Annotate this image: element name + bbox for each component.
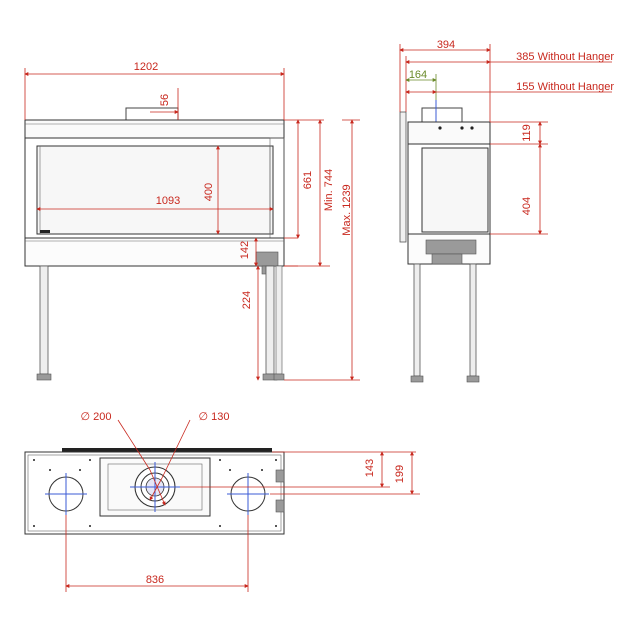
dim-flue-outer-diameter: ∅ 200 xyxy=(81,411,112,423)
dim-top-119: 119 xyxy=(521,124,533,142)
side-hanger xyxy=(399,111,407,243)
side-leg-right xyxy=(469,263,477,377)
dim-flue-offset: 56 xyxy=(159,94,171,106)
dim-hanger-155: 155 Without Hanger xyxy=(516,81,614,93)
dim-vent-spacing: 836 xyxy=(146,574,164,586)
dim-depth-199: 199 xyxy=(394,465,406,483)
dim-side-depth: 394 xyxy=(437,39,455,51)
side-leg-left xyxy=(413,263,421,377)
front-leg-right xyxy=(265,265,275,375)
dim-side-glass-404: 404 xyxy=(521,197,533,215)
front-top-frame xyxy=(24,119,285,139)
side-top-box xyxy=(407,121,491,145)
dim-max-height: Max. 1239 xyxy=(341,184,353,235)
dim-flue-inner-diameter: ∅ 130 xyxy=(199,411,230,423)
side-flue-collar xyxy=(421,107,463,123)
front-glass xyxy=(36,145,274,235)
dim-661: 661 xyxy=(302,171,314,189)
front-leg-left xyxy=(39,265,49,375)
dim-glass-height: 400 xyxy=(203,183,215,201)
dim-depth-143: 143 xyxy=(364,459,376,477)
top-view: ∅ 200 ∅ 130 143 199 836 xyxy=(24,411,420,592)
dim-offset-164: 164 xyxy=(409,69,427,81)
front-flue-collar xyxy=(125,107,179,121)
front-logo xyxy=(40,230,50,233)
front-base xyxy=(24,237,285,267)
front-view: 1202 56 1093 400 142 224 661 Min. 744 Ma… xyxy=(24,61,360,381)
side-glass xyxy=(421,147,489,233)
side-view: 394 385 Without Hanger 164 155 Without H… xyxy=(399,39,614,383)
dim-glass-width: 1093 xyxy=(156,195,180,207)
dim-min-height: Min. 744 xyxy=(323,169,335,211)
dim-leg-height: 224 xyxy=(241,291,253,309)
dim-base-height: 142 xyxy=(239,241,251,259)
dim-overall-width: 1202 xyxy=(134,61,158,73)
dim-hanger-385: 385 Without Hanger xyxy=(516,51,614,63)
